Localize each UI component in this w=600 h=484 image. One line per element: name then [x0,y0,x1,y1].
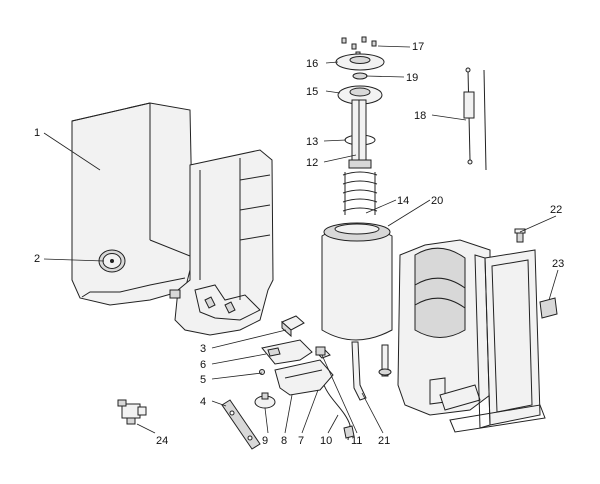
callout-9: 9 [262,435,268,447]
callout-8: 8 [281,435,287,447]
flange [337,85,383,105]
callout-11: 11 [351,435,362,447]
anode-tube [351,99,367,161]
control-bracket-assembly [259,339,334,396]
leader-lines [43,45,559,434]
top-screw [514,228,526,243]
front-cover [71,102,194,306]
heating-element [342,159,378,215]
nut [352,72,368,80]
safety-valve [117,399,147,425]
callout-3: 3 [200,343,206,355]
callout-22: 22 [550,204,562,216]
callout-1: 1 [34,127,40,139]
callout-2: 2 [34,253,40,265]
callout-6: 6 [200,359,206,371]
water-tank [321,222,393,341]
mounting-strip [221,399,261,450]
thermostat-knob [98,249,126,273]
side-bracket [539,297,558,319]
temperature-sensor [315,346,326,356]
callout-16: 16 [306,58,318,70]
callout-21: 21 [378,435,390,447]
callout-18: 18 [414,110,426,122]
power-cable [323,384,355,441]
relay-switch [281,315,305,338]
callout-13: 13 [306,136,318,148]
rear-tank-frame [397,239,491,416]
thermal-cutout [254,392,276,409]
callout-17: 17 [412,41,424,53]
pipes [351,341,392,401]
callout-23: 23 [552,258,564,270]
callout-15: 15 [306,86,318,98]
back-frame-panel [449,249,546,433]
callout-14: 14 [397,195,409,207]
callout-4: 4 [200,396,206,408]
callout-19: 19 [406,72,418,84]
callout-10: 10 [320,435,332,447]
callout-12: 12 [306,157,318,169]
rear-housing [169,149,274,336]
callout-20: 20 [431,195,443,207]
callout-24: 24 [156,435,168,447]
top-cap [335,53,385,71]
callout-labels: 1 2 3 4 5 6 7 8 9 10 11 12 13 14 15 16 1… [34,41,564,447]
callout-7: 7 [298,435,304,447]
callout-5: 5 [200,374,206,386]
fuse-cable [463,67,487,171]
